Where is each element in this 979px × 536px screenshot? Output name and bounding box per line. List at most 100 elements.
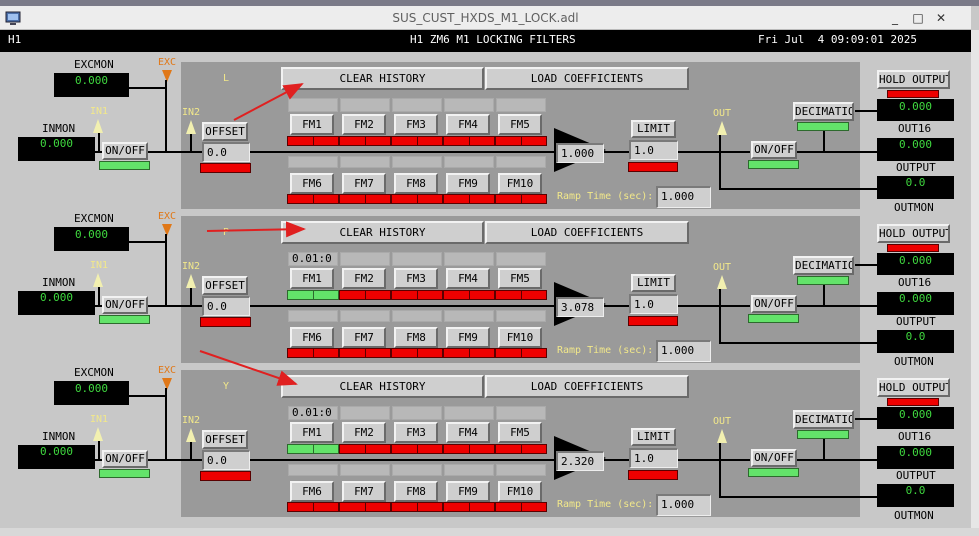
fm4-button[interactable]: FM4 bbox=[446, 114, 490, 135]
fm9-button[interactable]: FM9 bbox=[446, 327, 490, 348]
indicator-cell-divider bbox=[313, 503, 314, 511]
fm2-button[interactable]: FM2 bbox=[342, 268, 386, 289]
fm4-button[interactable]: FM4 bbox=[446, 422, 490, 443]
in2-arrow-icon bbox=[186, 120, 196, 134]
fm1-button[interactable]: FM1 bbox=[290, 268, 334, 289]
fm10-button[interactable]: FM10 bbox=[498, 327, 542, 348]
fm9-button[interactable]: FM9 bbox=[446, 481, 490, 502]
window-titlebar[interactable]: SUS_CUST_HXDS_M1_LOCK.adl _ □ ✕ bbox=[0, 6, 971, 30]
outmon-label: OUTMON bbox=[894, 509, 934, 522]
load-coefficients-button[interactable]: LOAD COEFFICIENTS bbox=[485, 67, 689, 90]
outmon-label: OUTMON bbox=[894, 201, 934, 214]
fm10-status-indicator bbox=[495, 194, 547, 204]
in1-onoff-button[interactable]: ON/OFF bbox=[102, 296, 148, 314]
limit-button[interactable]: LIMIT bbox=[631, 428, 676, 446]
inmon-readout: 0.000 bbox=[18, 445, 95, 469]
clear-history-button[interactable]: CLEAR HISTORY bbox=[281, 221, 484, 244]
offset-field[interactable]: 0.0 bbox=[202, 142, 250, 162]
fm7-button[interactable]: FM7 bbox=[342, 481, 386, 502]
limit-field[interactable]: 1.0 bbox=[629, 140, 678, 160]
fm10-readout-box bbox=[496, 464, 546, 476]
out-onoff-button[interactable]: ON/OFF bbox=[751, 295, 797, 313]
wire bbox=[797, 305, 877, 307]
fm8-button[interactable]: FM8 bbox=[394, 327, 438, 348]
decimation-button[interactable]: DECIMATION bbox=[793, 102, 854, 121]
fm3-button[interactable]: FM3 bbox=[394, 268, 438, 289]
inmon-readout: 0.000 bbox=[18, 291, 95, 315]
fm4-button[interactable]: FM4 bbox=[446, 268, 490, 289]
wire bbox=[719, 342, 877, 344]
in1-onoff-button[interactable]: ON/OFF bbox=[102, 450, 148, 468]
fm6-button[interactable]: FM6 bbox=[290, 481, 334, 502]
fm6-button[interactable]: FM6 bbox=[290, 327, 334, 348]
fm7-button[interactable]: FM7 bbox=[342, 327, 386, 348]
hold-output-status-indicator bbox=[887, 244, 939, 252]
gain-field[interactable]: 2.320 bbox=[556, 451, 604, 471]
dof-label: P bbox=[223, 227, 230, 238]
fm5-button[interactable]: FM5 bbox=[498, 422, 542, 443]
decimation-button[interactable]: DECIMATION bbox=[793, 256, 854, 275]
excmon-label: EXCMON bbox=[74, 366, 114, 379]
indicator-cell-divider bbox=[521, 195, 522, 203]
fm9-button[interactable]: FM9 bbox=[446, 173, 490, 194]
fm10-button[interactable]: FM10 bbox=[498, 173, 542, 194]
fm3-button[interactable]: FM3 bbox=[394, 422, 438, 443]
fm9-readout-box bbox=[444, 156, 494, 168]
out-onoff-button[interactable]: ON/OFF bbox=[751, 141, 797, 159]
out-onoff-button[interactable]: ON/OFF bbox=[751, 449, 797, 467]
offset-button[interactable]: OFFSET bbox=[202, 122, 248, 141]
offset-button[interactable]: OFFSET bbox=[202, 276, 248, 295]
fm10-status-indicator bbox=[495, 348, 547, 358]
hold-output-button[interactable]: HOLD OUTPUT bbox=[877, 70, 950, 89]
fm3-button[interactable]: FM3 bbox=[394, 114, 438, 135]
fm1-button[interactable]: FM1 bbox=[290, 422, 334, 443]
load-coefficients-button[interactable]: LOAD COEFFICIENTS bbox=[485, 221, 689, 244]
offset-field[interactable]: 0.0 bbox=[202, 296, 250, 316]
clear-history-button[interactable]: CLEAR HISTORY bbox=[281, 67, 484, 90]
ramp-time-field[interactable]: 1.000 bbox=[656, 340, 711, 362]
load-coefficients-button[interactable]: LOAD COEFFICIENTS bbox=[485, 375, 689, 398]
out-arrow-icon bbox=[717, 275, 727, 289]
ramp-time-field[interactable]: 1.000 bbox=[656, 494, 711, 516]
limit-field[interactable]: 1.0 bbox=[629, 294, 678, 314]
out-label: OUT bbox=[713, 416, 732, 427]
fm8-button[interactable]: FM8 bbox=[394, 481, 438, 502]
out-status-indicator bbox=[748, 160, 799, 169]
wire bbox=[147, 305, 203, 307]
wire bbox=[95, 151, 103, 153]
fm7-readout-box bbox=[340, 310, 390, 322]
limit-field[interactable]: 1.0 bbox=[629, 448, 678, 468]
fm7-button[interactable]: FM7 bbox=[342, 173, 386, 194]
offset-field[interactable]: 0.0 bbox=[202, 450, 250, 470]
ramp-time-label: Ramp Time (sec): bbox=[557, 345, 654, 356]
in1-status-indicator bbox=[99, 469, 150, 478]
wire bbox=[855, 264, 877, 266]
fm10-button[interactable]: FM10 bbox=[498, 481, 542, 502]
limit-status-indicator bbox=[628, 316, 678, 326]
fm6-button[interactable]: FM6 bbox=[290, 173, 334, 194]
limit-button[interactable]: LIMIT bbox=[631, 274, 676, 292]
hold-output-button[interactable]: HOLD OUTPUT bbox=[877, 224, 950, 243]
offset-button[interactable]: OFFSET bbox=[202, 430, 248, 449]
fm5-button[interactable]: FM5 bbox=[498, 114, 542, 135]
gain-field[interactable]: 3.078 bbox=[556, 297, 604, 317]
limit-button[interactable]: LIMIT bbox=[631, 120, 676, 138]
fm2-button[interactable]: FM2 bbox=[342, 114, 386, 135]
maximize-icon[interactable]: □ bbox=[912, 11, 924, 25]
inmon-label: INMON bbox=[42, 430, 76, 443]
bottom-border bbox=[0, 528, 979, 536]
output-readout: 0.000 bbox=[877, 446, 954, 469]
gain-field[interactable]: 1.000 bbox=[556, 143, 604, 163]
close-icon[interactable]: ✕ bbox=[935, 11, 947, 25]
fm8-button[interactable]: FM8 bbox=[394, 173, 438, 194]
clear-history-button[interactable]: CLEAR HISTORY bbox=[281, 375, 484, 398]
fm2-button[interactable]: FM2 bbox=[342, 422, 386, 443]
minimize-icon[interactable]: _ bbox=[892, 11, 898, 25]
out16-readout: 0.000 bbox=[877, 99, 954, 121]
in1-onoff-button[interactable]: ON/OFF bbox=[102, 142, 148, 160]
fm5-button[interactable]: FM5 bbox=[498, 268, 542, 289]
decimation-button[interactable]: DECIMATION bbox=[793, 410, 854, 429]
ramp-time-field[interactable]: 1.000 bbox=[656, 186, 711, 208]
hold-output-button[interactable]: HOLD OUTPUT bbox=[877, 378, 950, 397]
fm1-button[interactable]: FM1 bbox=[290, 114, 334, 135]
